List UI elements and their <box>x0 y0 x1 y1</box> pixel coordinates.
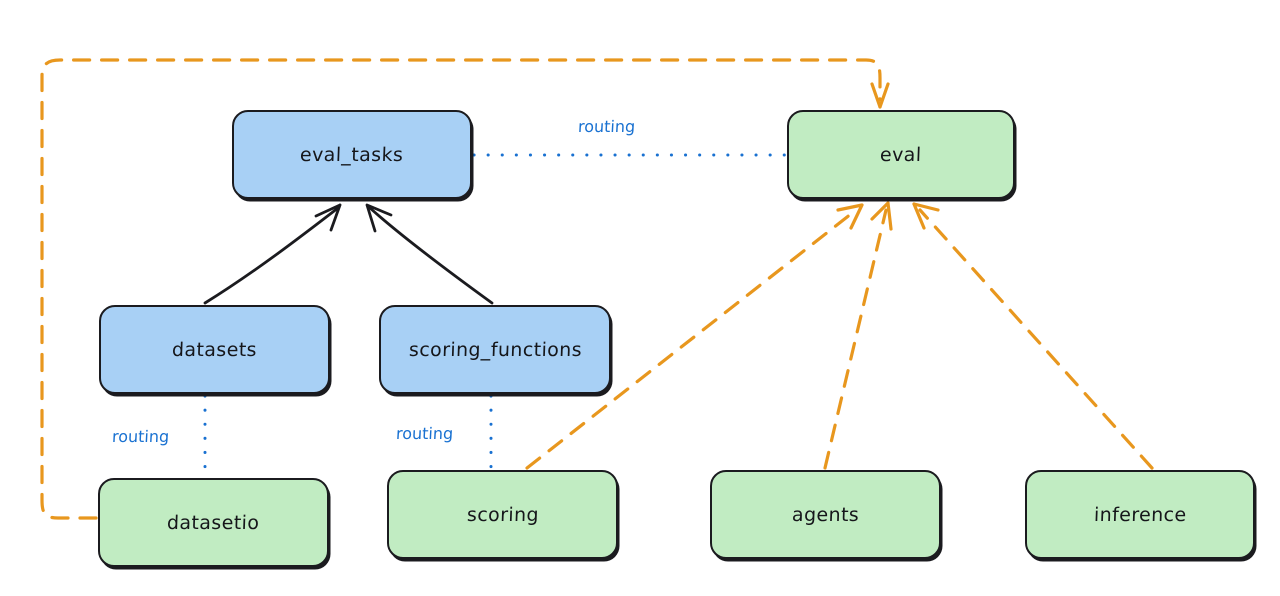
node-inference[interactable]: inference <box>1025 470 1255 559</box>
node-label: scoring <box>466 503 539 526</box>
node-eval-tasks[interactable]: eval_tasks <box>232 110 472 199</box>
node-datasets[interactable]: datasets <box>99 305 330 394</box>
edge-scoring-to-eval <box>525 203 864 470</box>
node-eval[interactable]: eval <box>787 110 1015 199</box>
node-scoring-functions[interactable]: scoring_functions <box>379 305 611 394</box>
node-label: datasetio <box>166 511 261 534</box>
edge-agents-to-eval <box>823 201 893 470</box>
node-agents[interactable]: agents <box>710 470 941 559</box>
node-label: inference <box>1093 503 1187 526</box>
node-label: eval_tasks <box>299 143 405 166</box>
node-label: scoring_functions <box>408 338 582 361</box>
edge-label-routing-datasets-datasetio: routing <box>111 427 170 446</box>
edge-datasetio-to-eval <box>40 58 890 520</box>
edge-label-routing-eval-tasks-eval: routing <box>577 117 636 136</box>
node-label: datasets <box>171 338 258 361</box>
edge-inference-to-eval <box>912 202 1154 470</box>
node-datasetio[interactable]: datasetio <box>98 478 329 567</box>
edge-label-routing-scoring-functions-scoring: routing <box>395 424 454 443</box>
node-label: agents <box>791 503 860 526</box>
node-scoring[interactable]: scoring <box>387 470 618 559</box>
edge-datasets-to-eval_tasks <box>203 203 342 305</box>
edge-scoring_functions-to-eval_tasks <box>365 203 494 305</box>
node-label: eval <box>879 143 923 166</box>
